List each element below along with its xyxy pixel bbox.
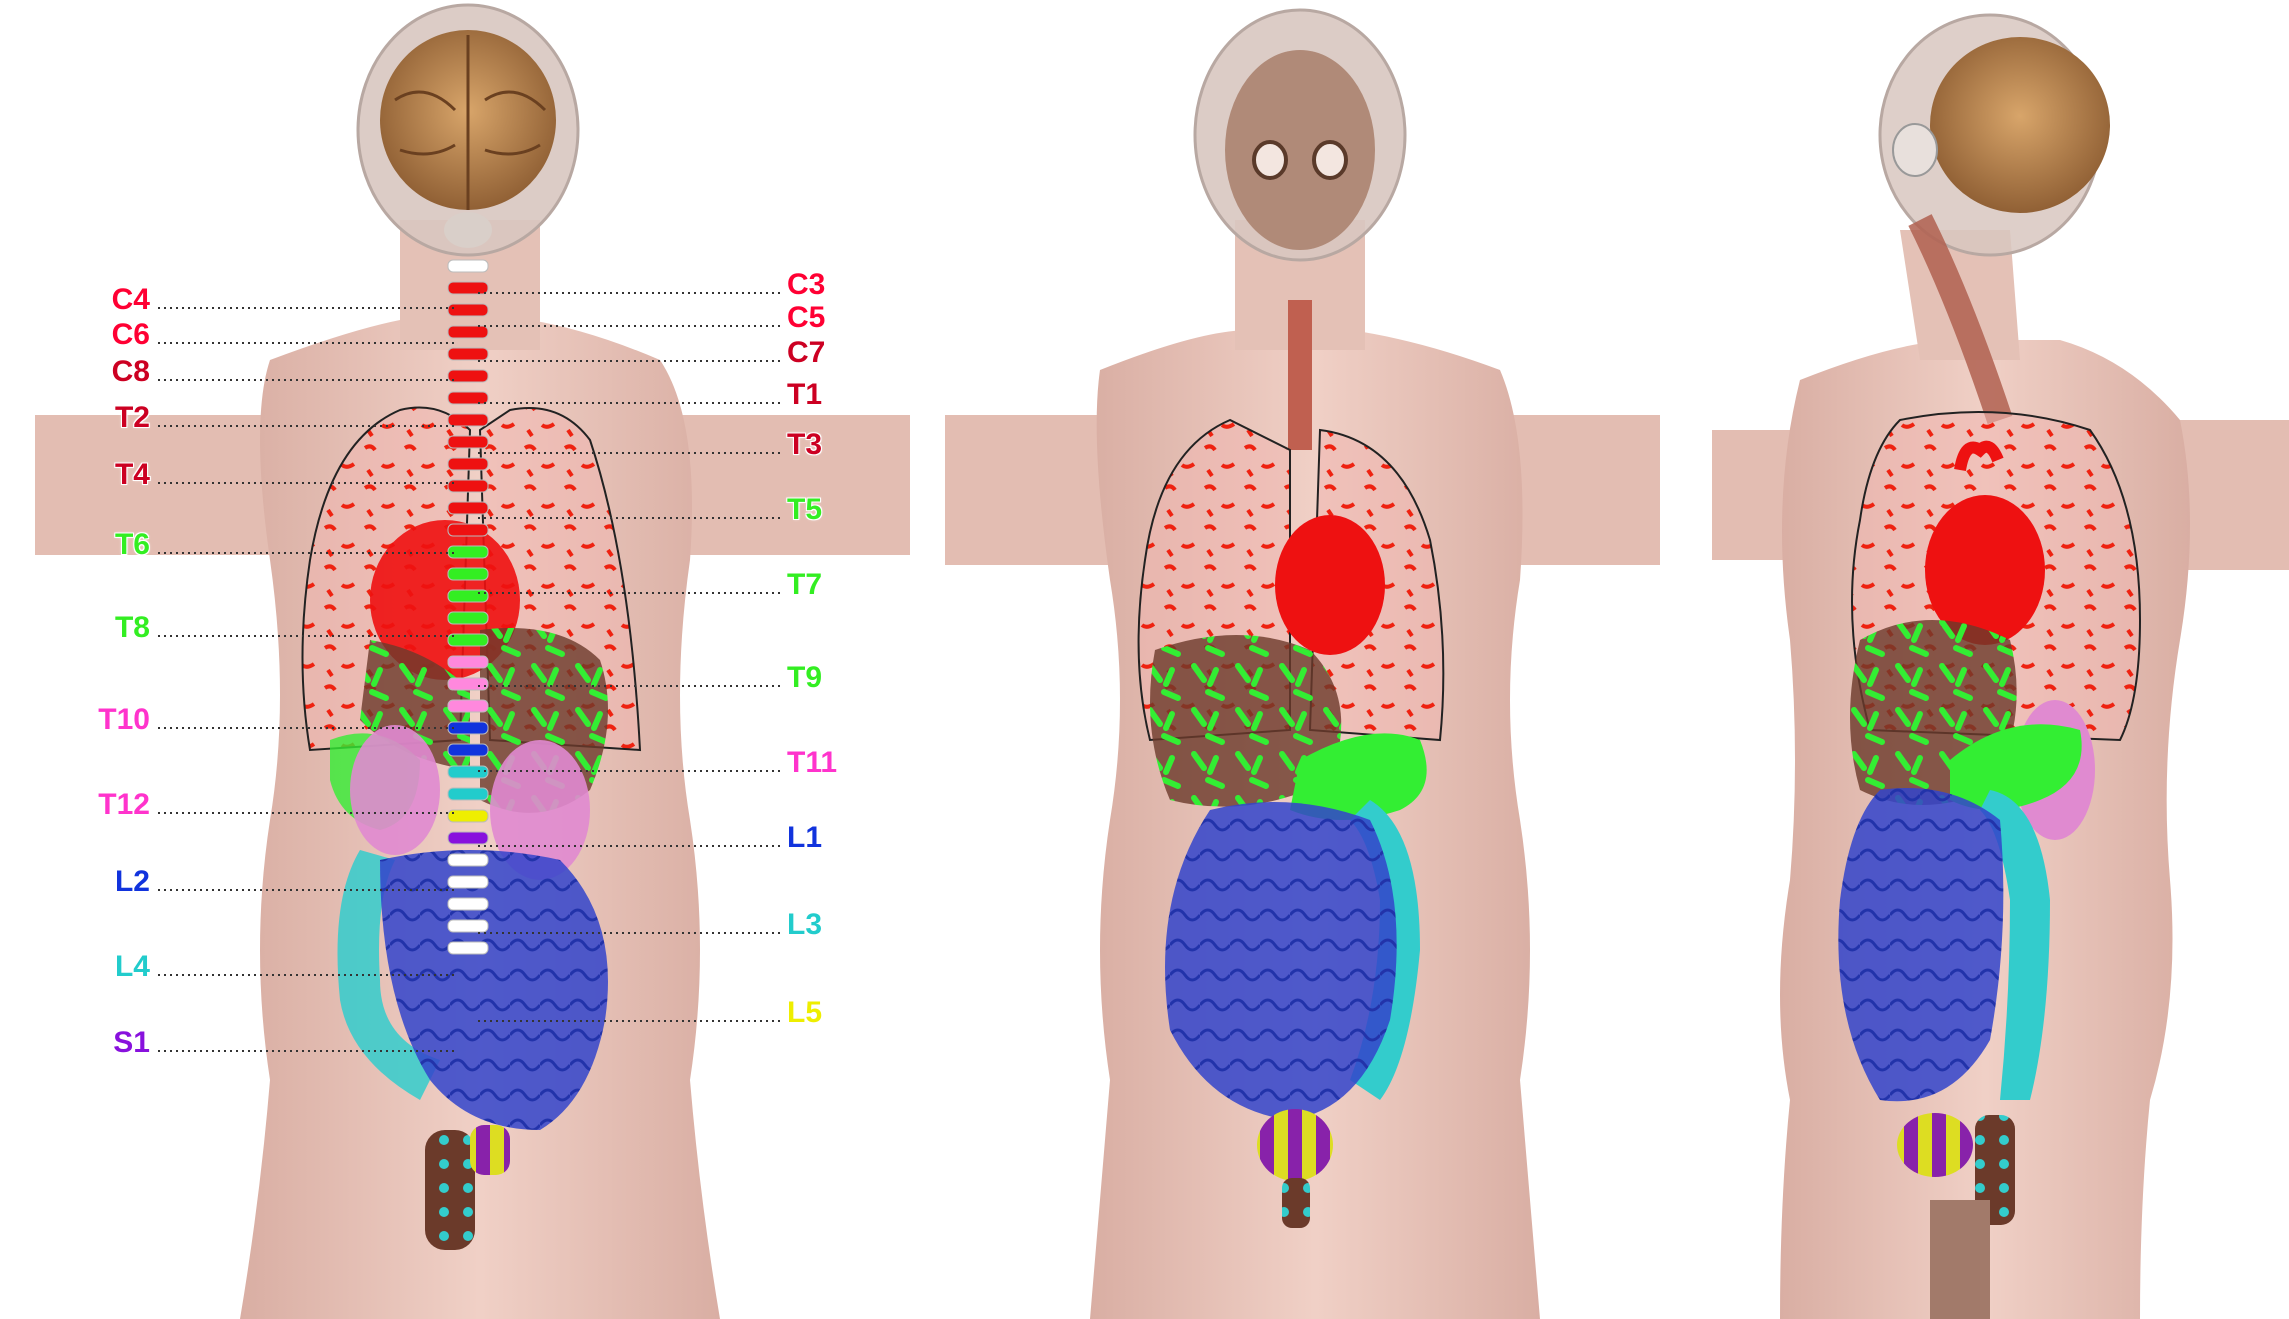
front-rectum <box>1282 1178 1310 1228</box>
front-intestines <box>1165 802 1397 1120</box>
vertebra-label-t1: T1 <box>787 380 822 410</box>
vertebra <box>448 590 488 602</box>
posterior-view <box>35 5 910 1319</box>
vertebra-label-l1: L1 <box>787 823 822 853</box>
vertebra <box>448 788 488 800</box>
vertebra-label-c6: C6 <box>30 320 150 350</box>
vertebra-label-t2: T2 <box>30 403 150 433</box>
vertebra <box>448 656 488 668</box>
vertebra <box>448 678 488 690</box>
vertebra <box>448 700 488 712</box>
vertebra <box>448 898 488 910</box>
left-kidney <box>350 725 440 855</box>
oblique-view <box>1712 15 2289 1319</box>
vertebra-label-t9: T9 <box>787 663 822 693</box>
front-bladder <box>1257 1109 1333 1181</box>
vertebra-label-l5: L5 <box>787 998 822 1028</box>
vertebra-label-s1: S1 <box>30 1028 150 1058</box>
vertebra <box>448 568 488 580</box>
vertebra <box>448 942 488 954</box>
vertebra <box>448 876 488 888</box>
vertebra-label-l4: L4 <box>30 952 150 982</box>
front-heart <box>1275 515 1385 655</box>
oblique-intestines <box>1838 788 2003 1101</box>
vertebra-label-t10: T10 <box>30 705 150 735</box>
vertebra <box>448 458 488 470</box>
bladder <box>470 1125 510 1175</box>
vertebra <box>448 612 488 624</box>
vertebra-label-t12: T12 <box>30 790 150 820</box>
vertebra <box>448 392 488 404</box>
vertebra <box>448 326 488 338</box>
vertebra <box>448 260 488 272</box>
vertebra <box>448 282 488 294</box>
vertebra <box>448 766 488 778</box>
vertebra-label-t11: T11 <box>787 748 837 778</box>
vertebra <box>448 414 488 426</box>
vertebra-label-c5: C5 <box>787 303 825 333</box>
vertebra <box>448 480 488 492</box>
vertebra <box>448 854 488 866</box>
oblique-leg <box>1930 1200 1990 1319</box>
vertebra-label-t5: T5 <box>787 495 822 525</box>
rectum <box>425 1130 475 1250</box>
vertebra-label-t4: T4 <box>30 460 150 490</box>
vertebra-label-c8: C8 <box>30 357 150 387</box>
oblique-bladder <box>1897 1113 1973 1177</box>
vertebra <box>448 810 488 822</box>
vertebra-label-c4: C4 <box>30 285 150 315</box>
vertebra-label-c3: C3 <box>787 270 825 300</box>
vertebra <box>448 502 488 514</box>
vertebra <box>448 920 488 932</box>
vertebra <box>448 436 488 448</box>
anterior-view <box>945 10 1660 1319</box>
vertebra <box>448 524 488 536</box>
vertebra <box>448 304 488 316</box>
front-face <box>1225 50 1375 250</box>
vertebra <box>448 832 488 844</box>
vertebra-label-l2: L2 <box>30 867 150 897</box>
vertebra <box>448 744 488 756</box>
vertebra-label-t3: T3 <box>787 430 822 460</box>
vertebra-label-l3: L3 <box>787 910 822 940</box>
vertebra-label-t7: T7 <box>787 570 822 600</box>
oblique-brain <box>1930 37 2110 213</box>
vertebra-label-t6: T6 <box>30 530 150 560</box>
vertebra-label-c7: C7 <box>787 338 825 368</box>
vertebra <box>448 348 488 360</box>
vertebra-label-t8: T8 <box>30 613 150 643</box>
